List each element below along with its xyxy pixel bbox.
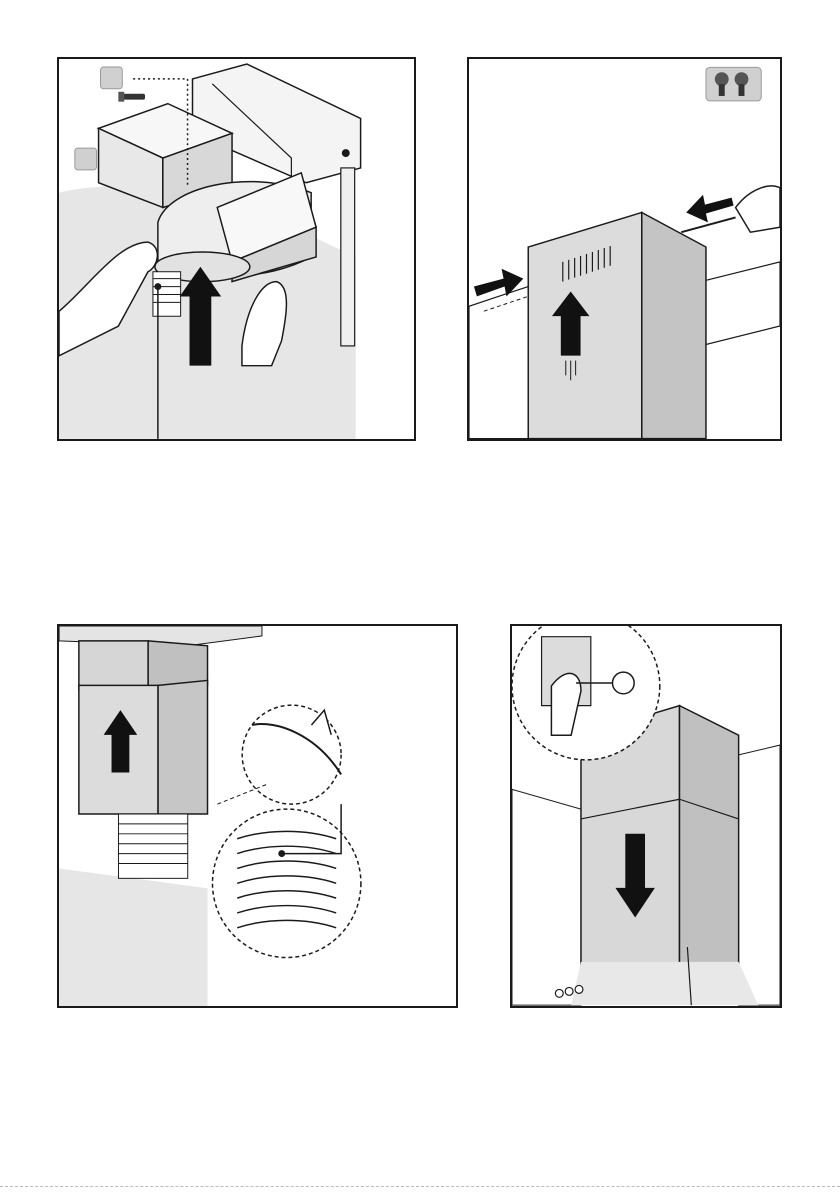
figure-4-panel xyxy=(510,624,782,1008)
screwdriver-icon xyxy=(681,217,735,232)
figure-1-panel xyxy=(57,57,416,441)
chimney-lower xyxy=(79,680,208,814)
figure-1-illustration xyxy=(59,59,414,439)
chimney-cover xyxy=(528,212,706,438)
figure-3-illustration xyxy=(59,626,456,1006)
left-arrow-icon xyxy=(686,195,733,223)
screw-pair-icon xyxy=(706,67,761,101)
figure-2-panel xyxy=(467,57,782,441)
hand-icon xyxy=(736,186,780,232)
hose-detail-callout xyxy=(212,809,360,957)
figure-4-illustration xyxy=(512,626,780,1006)
label-badge-2 xyxy=(75,148,97,170)
figure-3-panel xyxy=(57,624,458,1008)
figure-2-illustration xyxy=(469,59,780,439)
page-bottom-rule xyxy=(0,1186,840,1187)
screw-icon xyxy=(118,92,145,102)
magnifier-callout-icon xyxy=(242,705,341,804)
flexible-hose xyxy=(118,814,187,878)
label-badge-1 xyxy=(101,67,123,89)
flexible-hose xyxy=(153,272,181,316)
